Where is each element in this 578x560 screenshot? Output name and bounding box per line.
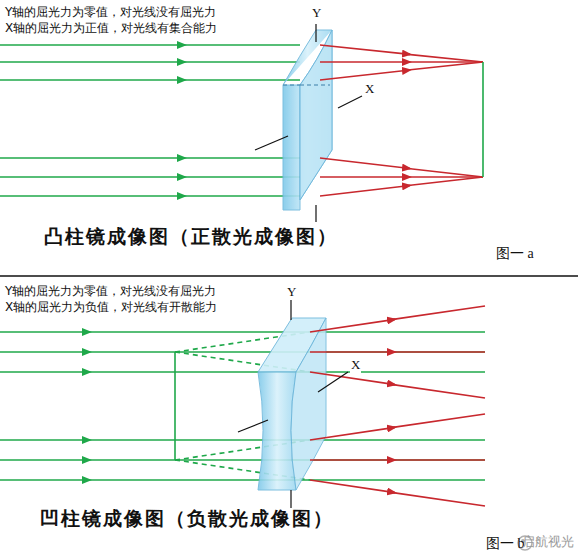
figure-caption: 凸柱镜成像图（正散光成像图） xyxy=(44,226,338,248)
axis-label: Y xyxy=(311,6,322,21)
light-ray xyxy=(320,158,410,168)
light-ray xyxy=(0,331,90,333)
light-ray xyxy=(310,459,395,461)
light-ray xyxy=(0,371,90,373)
caption-note: Y轴的屈光力为零值，对光线没有屈光力 xyxy=(5,285,216,299)
caption-note: X轴的屈光力为正值，对光线有集合能力 xyxy=(5,22,217,36)
light-ray xyxy=(183,44,300,46)
light-ray xyxy=(310,427,395,440)
watermark: 启航视光 xyxy=(522,535,574,550)
light-ray xyxy=(393,459,485,461)
light-ray xyxy=(320,45,410,54)
light-ray xyxy=(393,306,485,319)
light-ray xyxy=(183,176,300,178)
light-ray xyxy=(310,480,395,493)
light-ray xyxy=(0,195,185,197)
light-ray xyxy=(0,459,90,461)
light-ray xyxy=(320,61,410,63)
light-ray xyxy=(408,54,483,62)
light-ray xyxy=(310,372,395,385)
light-ray xyxy=(408,62,483,70)
figure-number: 图一 b xyxy=(486,536,525,552)
light-ray xyxy=(408,177,483,186)
figure-number: 图一 a xyxy=(496,246,534,262)
axis-label: Y xyxy=(286,285,297,300)
light-ray xyxy=(310,319,395,332)
light-ray xyxy=(393,351,485,353)
light-ray xyxy=(393,493,485,506)
light-ray xyxy=(393,414,485,427)
light-ray xyxy=(0,61,185,63)
light-ray xyxy=(0,479,90,481)
axis-label: X xyxy=(364,82,375,97)
light-ray xyxy=(310,351,395,353)
light-ray xyxy=(0,439,90,441)
light-ray xyxy=(0,157,185,159)
light-ray xyxy=(183,195,300,197)
light-ray xyxy=(0,44,185,46)
caption-note: Y轴的屈光力为零值，对光线没有屈光力 xyxy=(5,6,216,20)
light-ray xyxy=(408,168,483,177)
light-ray xyxy=(320,186,410,196)
light-ray xyxy=(0,351,90,353)
light-ray xyxy=(183,61,300,63)
light-ray xyxy=(320,176,410,178)
figure-caption: 凹柱镜成像图（负散光成像图） xyxy=(40,508,334,530)
light-ray xyxy=(320,70,410,80)
light-ray xyxy=(183,157,300,159)
light-ray xyxy=(0,176,185,178)
axis-label: X xyxy=(350,358,361,373)
light-ray xyxy=(183,79,300,81)
light-ray xyxy=(0,79,185,81)
caption-note: X轴的屈光力为负值，对光线有开散能力 xyxy=(5,301,217,315)
light-ray xyxy=(393,385,485,398)
